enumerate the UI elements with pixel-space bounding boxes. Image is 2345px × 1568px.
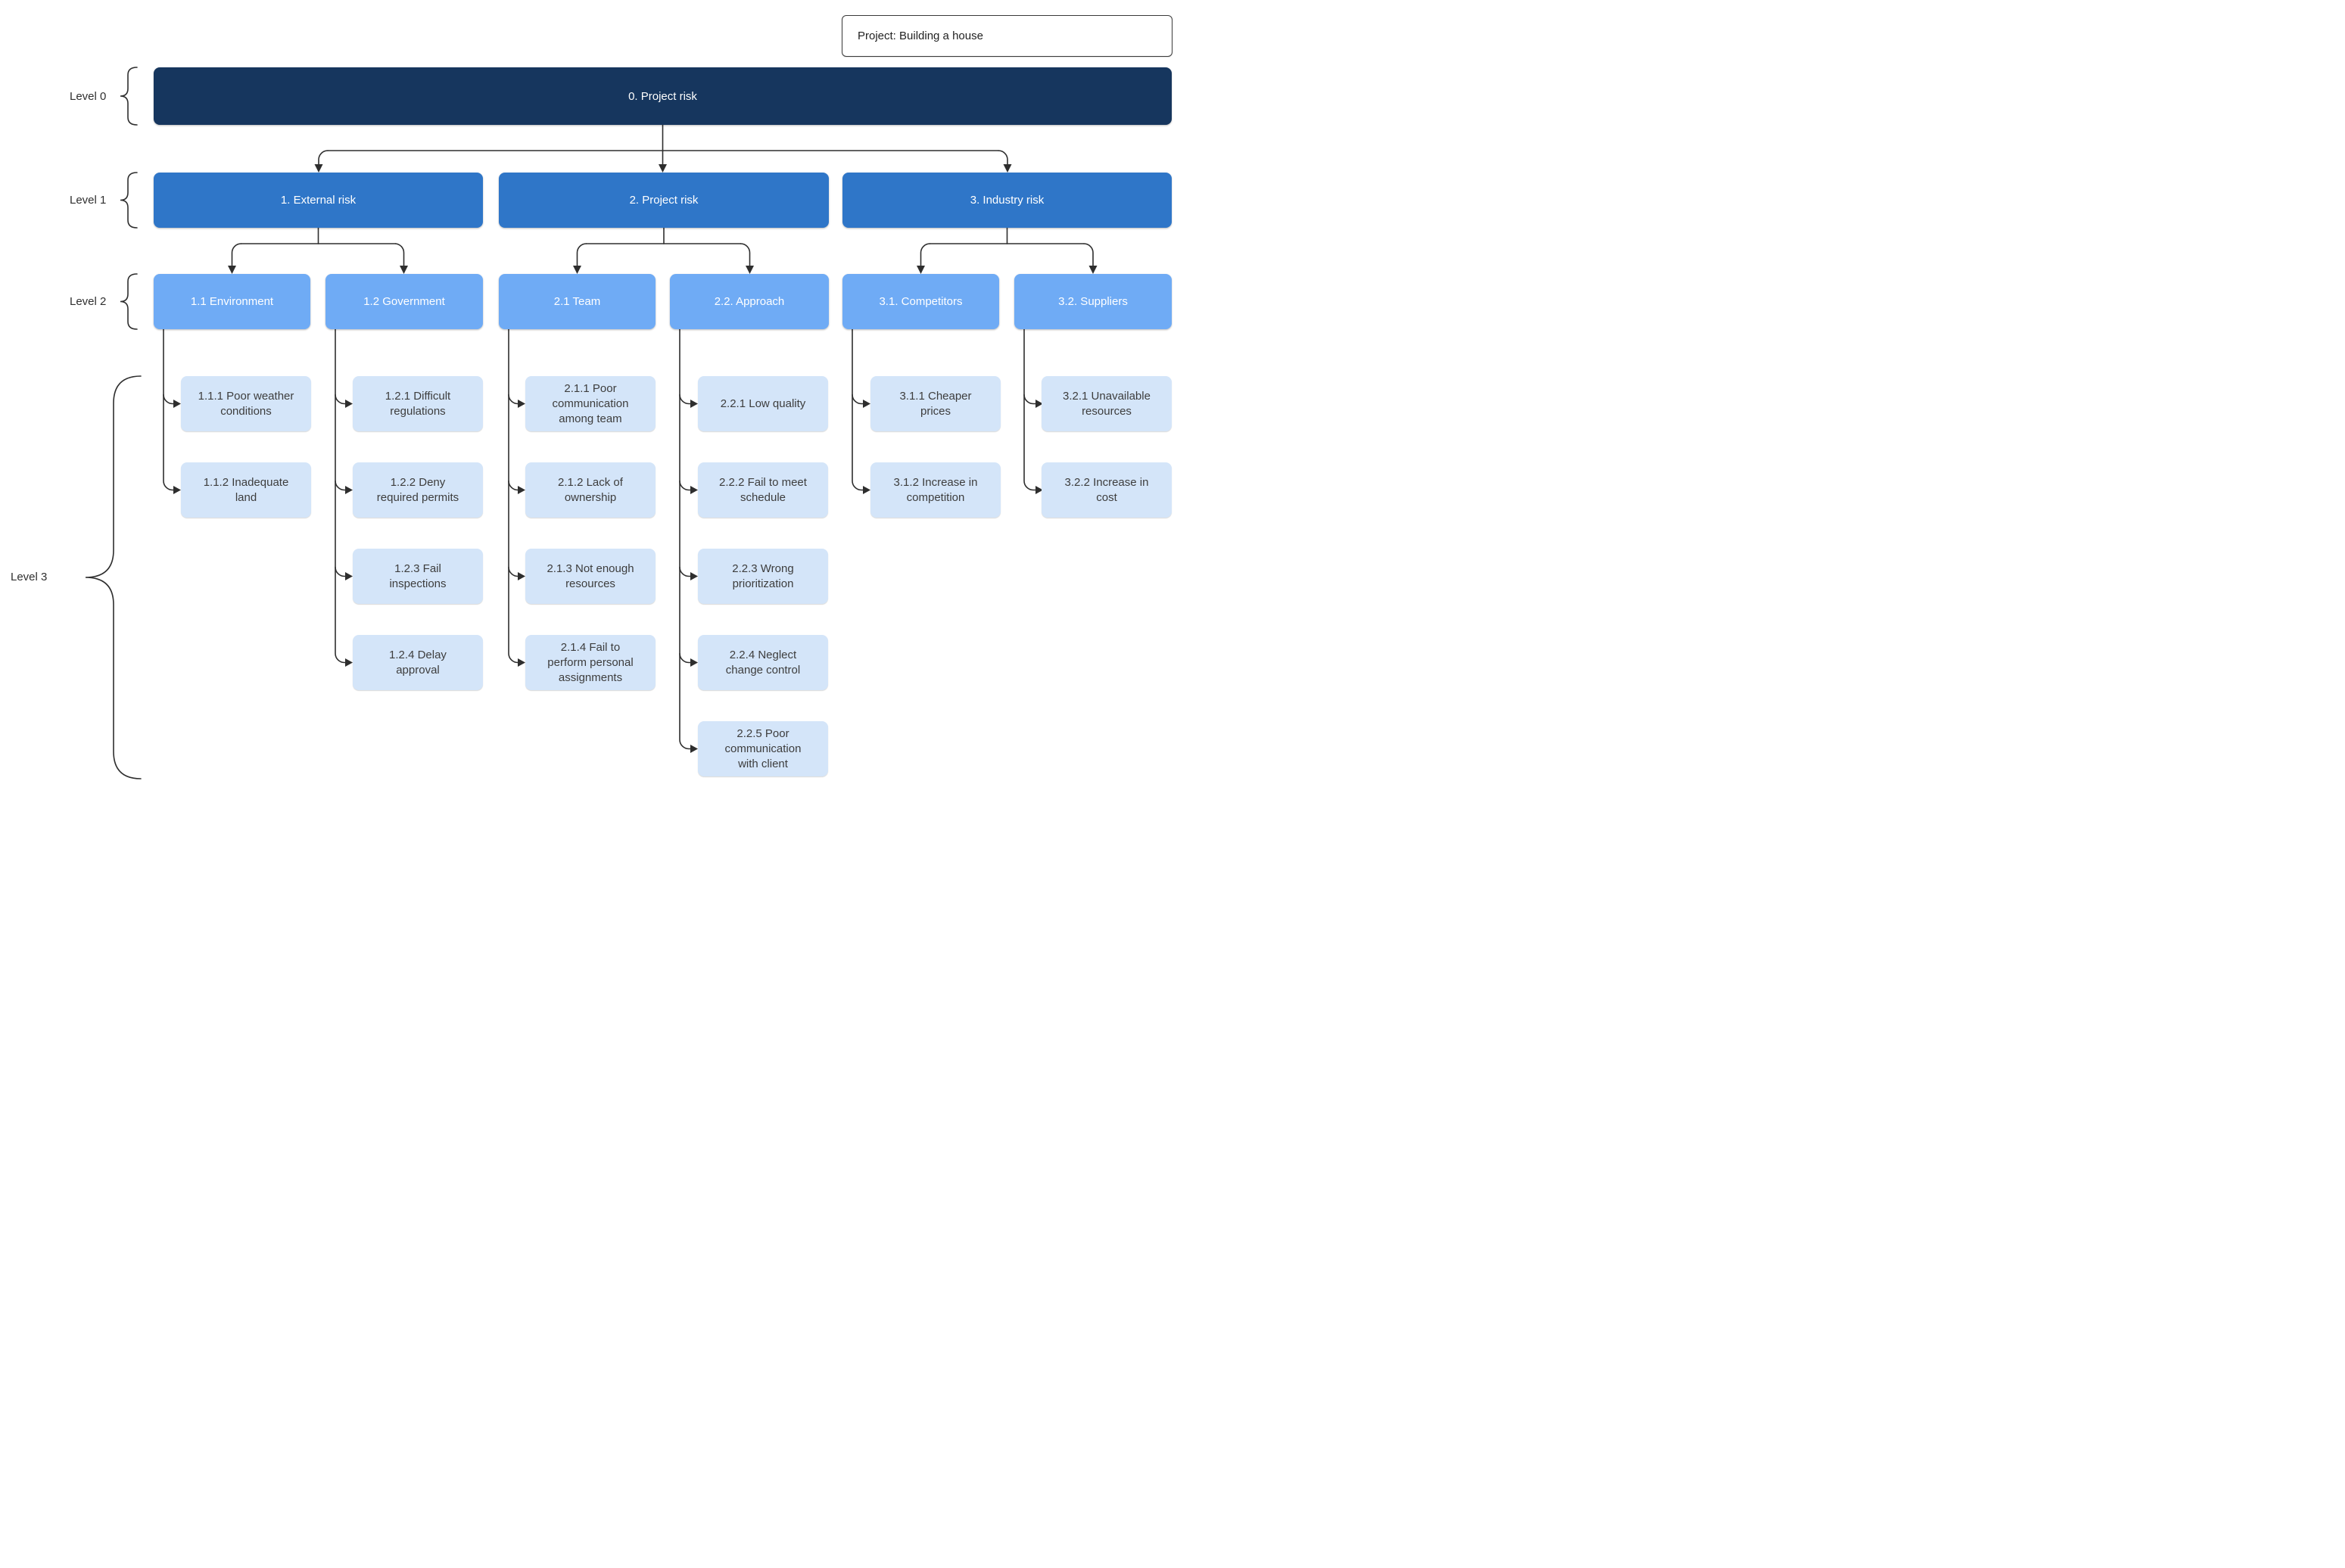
connector-project-risk-children [573,227,754,274]
node-2-2-3-wrong-prioritization[interactable]: 2.2.3 Wrong prioritization [698,549,828,604]
node-2-1-2-lack-of-ownership[interactable]: 2.1.2 Lack of ownership [525,462,656,518]
node-1-2-1-difficult-regulations[interactable]: 1.2.1 Difficult regulations [353,376,483,431]
axis-label-level-2: Level 2 [70,295,107,308]
connector-external-risk-children [228,227,408,274]
connector-competitors-items [852,328,870,494]
node-1-2-3-fail-inspections[interactable]: 1.2.3 Fail inspections [353,549,483,604]
node-1-2-4-delay-approval[interactable]: 1.2.4 Delay approval [353,635,483,690]
node-1-2-2-deny-required-permits[interactable]: 1.2.2 Deny required permits [353,462,483,518]
node-3-1-competitors[interactable]: 3.1. Competitors [842,274,999,329]
connector-root-to-level1 [314,124,1012,173]
node-2-2-approach[interactable]: 2.2. Approach [670,274,829,329]
project-title-box[interactable]: Project: Building a house [842,15,1172,57]
node-1-external-risk[interactable]: 1. External risk [154,173,483,228]
connector-environment-items [163,328,181,494]
connector-government-items [335,328,353,667]
node-2-2-1-low-quality[interactable]: 2.2.1 Low quality [698,376,828,431]
node-1-2-government[interactable]: 1.2 Government [325,274,483,329]
node-3-1-2-increase-in-competition[interactable]: 3.1.2 Increase in competition [870,462,1001,518]
node-2-2-5-poor-communication-with-client[interactable]: 2.2.5 Poor communication with client [698,721,828,776]
brace-level-3 [85,375,142,779]
risk-breakdown-structure-diagram: Project: Building a house Level 0 Level … [0,0,1172,784]
node-3-industry-risk[interactable]: 3. Industry risk [842,173,1172,228]
connector-approach-items [679,328,698,753]
node-2-1-4-fail-to-perform-personal-assignments[interactable]: 2.1.4 Fail to perform personal assignmen… [525,635,656,690]
connector-suppliers-items [1023,328,1043,494]
axis-label-level-1: Level 1 [70,194,107,207]
node-1-1-2-inadequate-land[interactable]: 1.1.2 Inadequate land [181,462,311,518]
project-title-label: Project: Building a house [858,30,983,42]
connector-team-items [508,328,525,667]
node-3-2-suppliers[interactable]: 3.2. Suppliers [1014,274,1172,329]
axis-label-level-0: Level 0 [70,90,107,103]
connector-industry-risk-children [917,227,1098,274]
node-3-2-1-unavailable-resources[interactable]: 3.2.1 Unavailable resources [1042,376,1172,431]
node-3-2-2-increase-in-cost[interactable]: 3.2.2 Increase in cost [1042,462,1172,518]
node-0-project-risk[interactable]: 0. Project risk [154,67,1172,125]
node-1-1-1-poor-weather-conditions[interactable]: 1.1.1 Poor weather conditions [181,376,311,431]
node-3-1-1-cheaper-prices[interactable]: 3.1.1 Cheaper prices [870,376,1001,431]
node-2-1-1-poor-communication-among-team[interactable]: 2.1.1 Poor communication among team [525,376,656,431]
node-2-1-3-not-enough-resources[interactable]: 2.1.3 Not enough resources [525,549,656,604]
node-2-2-4-neglect-change-control[interactable]: 2.2.4 Neglect change control [698,635,828,690]
brace-level-1 [120,172,138,229]
node-2-project-risk[interactable]: 2. Project risk [499,173,829,228]
brace-level-2 [120,273,138,330]
axis-label-level-3: Level 3 [11,571,48,583]
node-2-1-team[interactable]: 2.1 Team [499,274,656,329]
node-1-1-environment[interactable]: 1.1 Environment [154,274,310,329]
node-2-2-2-fail-to-meet-schedule[interactable]: 2.2.2 Fail to meet schedule [698,462,828,518]
brace-level-0 [120,67,138,126]
